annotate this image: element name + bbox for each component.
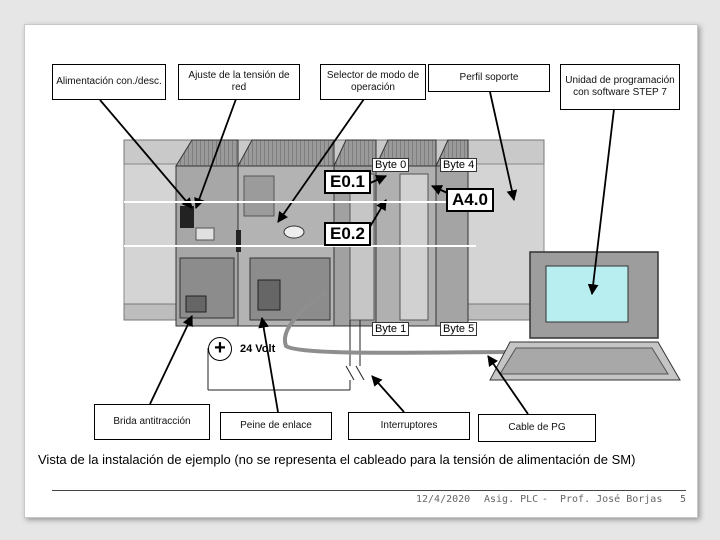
callout-perfil: Perfil soporte <box>428 64 550 92</box>
label-byte5: Byte 5 <box>440 322 478 336</box>
footer-date: 12/4/2020 <box>416 494 471 505</box>
callout-brida: Brida antitracción <box>94 404 210 440</box>
figure-caption: Vista de la instalación de ejemplo (no s… <box>38 452 636 467</box>
callout-selector: Selector de modo de operación <box>320 64 426 100</box>
callout-ajuste: Ajuste de la tensión de red <box>178 64 300 100</box>
footer-separator: - <box>542 494 549 505</box>
laptop-pg <box>489 251 681 381</box>
footer-course: Asig. PLC <box>484 494 539 505</box>
label-byte1: Byte 1 <box>372 322 410 336</box>
callout-interruptores: Interruptores <box>348 412 470 440</box>
footer-divider <box>52 490 686 491</box>
switch-wires <box>207 320 365 391</box>
voltage-label: 24 Volt <box>240 343 276 355</box>
footer-author: Prof. José Borjas <box>560 494 663 505</box>
callout-cable: Cable de PG <box>478 414 596 442</box>
tag-e01: E0.1 <box>324 170 371 194</box>
plus-symbol-icon: + <box>208 337 232 361</box>
tag-e02: E0.2 <box>324 222 371 246</box>
label-byte0: Byte 0 <box>372 158 410 172</box>
callout-peine: Peine de enlace <box>220 412 332 440</box>
tag-a40: A4.0 <box>446 188 494 212</box>
power-supply-module <box>175 139 239 327</box>
callout-alimentacion: Alimentación con./desc. <box>52 64 166 100</box>
callout-unidad: Unidad de programación con software STEP… <box>560 64 680 110</box>
slide-number: 5 <box>680 494 687 505</box>
label-byte4: Byte 4 <box>440 158 478 172</box>
pg-cable <box>282 290 515 355</box>
